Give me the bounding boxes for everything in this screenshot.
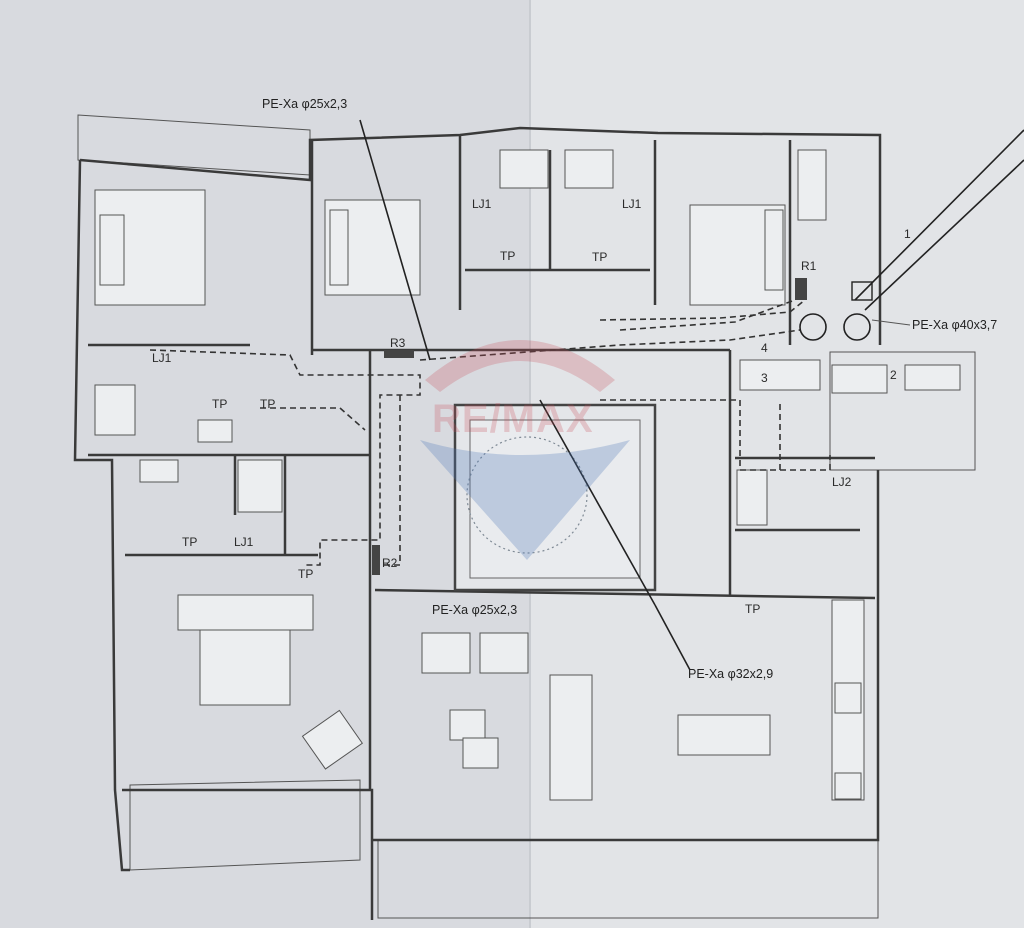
bed-4-head: [177, 594, 314, 631]
line-number-3: 3: [761, 371, 768, 385]
callouts: PE-Xa φ25x2,3 PE-Xa φ25x2,3 PE-Xa φ32x2,…: [152, 97, 997, 681]
tp-label-5: TP: [182, 535, 197, 549]
laundry: [736, 469, 768, 526]
tp-label-6: TP: [298, 567, 313, 581]
pipe-label-middle: PE-Xa φ25x2,3: [432, 603, 517, 617]
armchair-2: [479, 632, 529, 674]
line-number-1: 1: [904, 227, 911, 241]
patio: [453, 403, 657, 592]
bed-4: [199, 629, 291, 706]
valve-circle-2: [843, 313, 871, 341]
watermark-text: RE/MAX: [432, 397, 594, 441]
tp-label-1: TP: [500, 249, 515, 263]
shower-1: [94, 384, 136, 436]
line-number-2: 2: [890, 368, 897, 382]
shower-2: [237, 459, 283, 513]
pipe-label-kitchen: PE-Xa φ32x2,9: [688, 667, 773, 681]
washbasin: [139, 459, 179, 483]
tp-label-7: TP: [745, 602, 760, 616]
manifold-r3: R3: [390, 336, 406, 350]
sink: [834, 682, 862, 714]
lj2-label: LJ2: [832, 475, 852, 489]
supply-lines: [359, 119, 1024, 671]
manifold-boxes: [372, 278, 807, 575]
tp-label-3: TP: [212, 397, 227, 411]
tp-label-4: TP: [260, 397, 275, 411]
planter: [831, 364, 888, 394]
armchair-1: [421, 632, 471, 674]
manifold-r2: R2: [382, 556, 398, 570]
table-1: [449, 709, 486, 741]
manifold-r1: R1: [801, 259, 817, 273]
meter-box: [851, 281, 873, 301]
bath-sink-1: [499, 149, 549, 189]
pipe-label-top: PE-Xa φ25x2,3: [262, 97, 347, 111]
terrace-bench: [904, 364, 961, 391]
sofa: [549, 674, 593, 801]
wardrobe: [797, 149, 827, 221]
lj1-label-1: LJ1: [472, 197, 492, 211]
stove: [834, 772, 862, 800]
line-number-4: 4: [761, 341, 768, 355]
table-2: [462, 737, 499, 769]
pipe-label-main: PE-Xa φ40x3,7: [912, 318, 997, 332]
washbasin-2: [197, 419, 233, 443]
storage: [739, 359, 821, 391]
lj1-label-4: LJ1: [234, 535, 254, 549]
lounge-chair: [301, 709, 364, 770]
dining-table: [677, 714, 771, 756]
valve-circle-1: [799, 313, 827, 341]
watermark: RE/MAX: [420, 340, 630, 560]
lj1-label-2: LJ1: [622, 197, 642, 211]
lj1-label-3: LJ1: [152, 351, 172, 365]
exterior-walls: [73, 126, 882, 920]
furniture: [94, 149, 961, 801]
bath-sink-2: [564, 149, 614, 189]
pipe-network: [149, 299, 831, 566]
tp-label-2: TP: [592, 250, 607, 264]
